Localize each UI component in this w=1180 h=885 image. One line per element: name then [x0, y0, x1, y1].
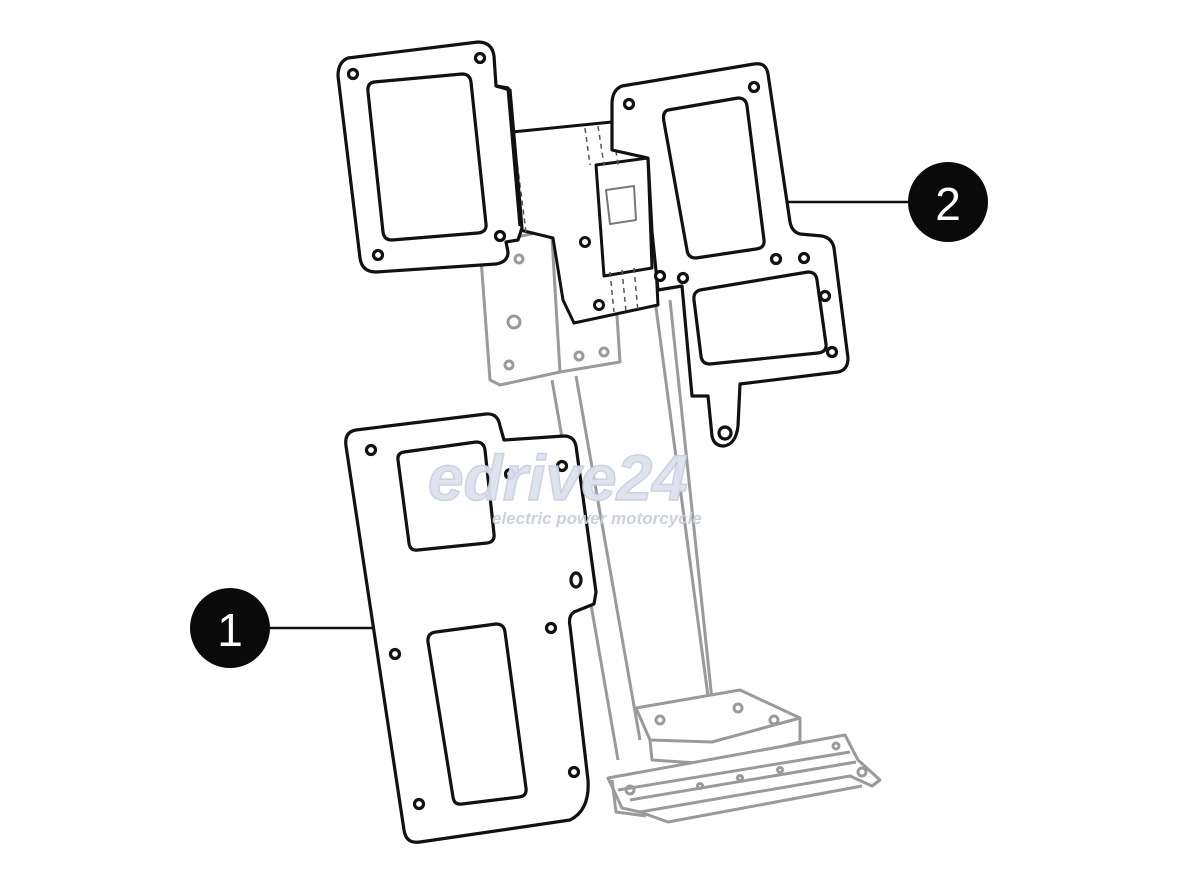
callout-badge-2: 2	[908, 162, 988, 242]
watermark-brand: edrive24	[428, 442, 688, 514]
callout-2-number: 2	[935, 178, 961, 230]
part-2-upper-right-plate	[610, 62, 850, 448]
upper-left-plate	[336, 40, 524, 274]
callout-badge-1: 1	[190, 588, 270, 668]
watermark-logo: edrive24 electric power motorcycle	[427, 441, 702, 528]
mounting-bracket-ghost	[478, 230, 882, 824]
callout-1-number: 1	[217, 604, 243, 656]
watermark-tagline: electric power motorcycle	[492, 509, 702, 528]
central-mount-block	[507, 120, 660, 325]
part-1-lower-left-plate	[344, 412, 598, 844]
